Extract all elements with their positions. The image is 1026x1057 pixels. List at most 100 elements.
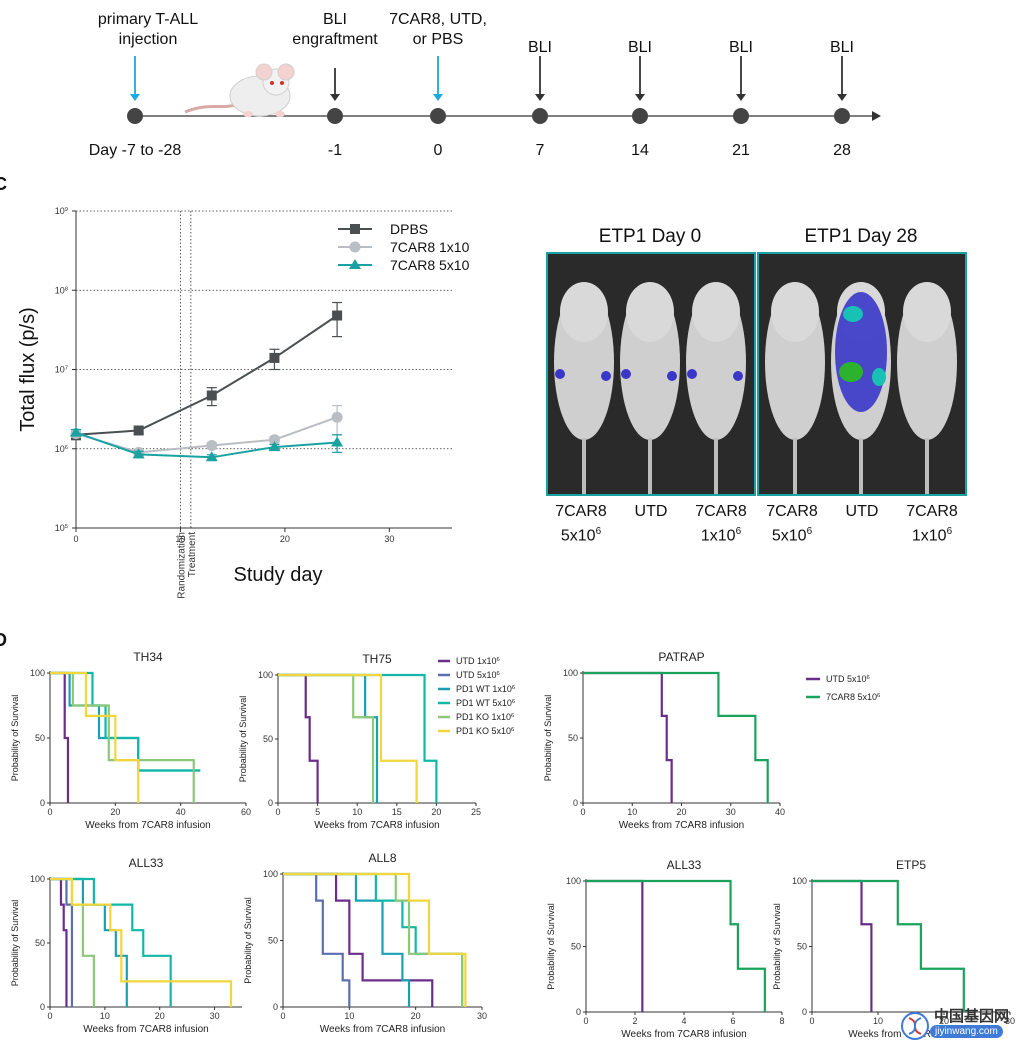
legend-marker	[350, 224, 360, 234]
bli-image	[546, 252, 756, 496]
survival-legend-label: UTD 5x106	[826, 674, 870, 684]
timeline-dot	[733, 108, 749, 124]
vline-label: Randomization	[176, 532, 187, 599]
timeline-event-label: engraftment	[292, 31, 378, 48]
timeline-dot	[834, 108, 850, 124]
mouse-head	[560, 282, 608, 342]
timeline-day-label: 0	[434, 142, 443, 159]
survival-curve	[50, 877, 68, 1007]
survival-x-tick-label: 10	[344, 1011, 354, 1021]
survival-y-tick-label: 0	[273, 1002, 278, 1012]
survival-x-tick-label: 20	[431, 807, 441, 817]
bli-signal	[621, 369, 631, 379]
survival-x-axis-label: Weeks from 7CAR8 infusion	[619, 820, 744, 831]
bli-image-title: ETP1 Day 0	[598, 226, 702, 247]
survival-y-tick-label: 100	[258, 670, 273, 680]
survival-curve	[812, 879, 965, 1012]
survival-y-axis-label: Probability of Survival	[772, 903, 782, 990]
bli-signal	[843, 306, 863, 322]
survival-x-tick-label: 0	[583, 1016, 588, 1026]
legend-marker	[349, 241, 361, 253]
data-point	[331, 411, 343, 423]
survival-x-tick-label: 2	[632, 1016, 637, 1026]
survival-legend-label: PD1 KO 1x106	[456, 712, 514, 722]
survival-x-tick-label: 10	[873, 1016, 883, 1026]
survival-curve	[50, 877, 128, 1007]
survival-y-tick-label: 0	[268, 798, 273, 808]
timeline-arrow-head-icon	[330, 94, 340, 101]
bli-signal	[839, 362, 863, 382]
vline-label: Treatment	[187, 532, 198, 577]
timeline-dot	[632, 108, 648, 124]
timeline-arrow-head-icon	[130, 94, 140, 101]
bli-signal	[733, 371, 743, 381]
bli-signal	[601, 371, 611, 381]
survival-y-axis-label: Probability of Survival	[10, 695, 20, 782]
timeline-arrowhead-icon	[872, 111, 881, 121]
mouse-tail	[925, 438, 929, 494]
timeline-event-label: BLI	[528, 39, 552, 56]
mouse-tail	[714, 438, 718, 494]
timeline-day-label: 14	[631, 142, 649, 159]
survival-y-tick-label: 50	[35, 733, 45, 743]
data-point	[331, 436, 344, 447]
survival-curve	[583, 671, 769, 803]
bli-signal	[555, 369, 565, 379]
watermark-en: jiyinwang.com	[930, 1025, 1003, 1038]
bli-mouse-caption: UTD	[845, 503, 879, 520]
mouse-tail	[582, 438, 586, 494]
survival-x-axis-label: Weeks from 7CAR8 infusion	[85, 820, 210, 831]
survival-x-tick-label: 4	[681, 1016, 686, 1026]
timeline-arrow-head-icon	[635, 94, 645, 101]
timeline-dot	[532, 108, 548, 124]
timeline-arrow-head-icon	[837, 94, 847, 101]
survival-x-axis-label: Weeks from 7CAR8 infusion	[314, 820, 439, 831]
x-axis-label: Study day	[234, 564, 323, 586]
y-tick-label: 106	[55, 444, 68, 454]
mouse-tail	[859, 438, 863, 494]
timeline-event-label: or PBS	[413, 31, 464, 48]
survival-y-tick-label: 50	[263, 734, 273, 744]
survival-x-tick-label: 0	[275, 807, 280, 817]
legend-label: DPBS	[390, 221, 428, 237]
legend-label: 7CAR8 1x106	[390, 239, 470, 255]
survival-curve	[283, 872, 464, 1007]
survival-y-tick-label: 0	[802, 1007, 807, 1017]
timeline-day-label: Day -7 to -28	[89, 142, 182, 159]
survival-y-tick-label: 0	[576, 1007, 581, 1017]
survival-y-axis-label: Probability of Survival	[10, 900, 20, 987]
x-tick-label: 30	[384, 534, 394, 544]
data-point	[332, 310, 343, 321]
survival-x-tick-label: 20	[411, 1011, 421, 1021]
data-point	[269, 352, 280, 363]
data-point	[132, 448, 145, 459]
survival-x-tick-label: 6	[730, 1016, 735, 1026]
mouse-head	[626, 282, 674, 342]
survival-curve	[278, 673, 319, 803]
mouse-tail	[793, 438, 797, 494]
survival-x-tick-label: 0	[47, 1011, 52, 1021]
survival-x-axis-label: Weeks from 7CAR8 infusion	[83, 1024, 208, 1035]
survival-x-axis-label: Weeks from 7CAR8 infusion	[320, 1024, 445, 1035]
x-tick-label: 10	[175, 534, 185, 544]
survival-y-axis-label: Probability of Survival	[546, 903, 556, 990]
mouse-head	[771, 282, 819, 342]
survival-curve	[50, 671, 140, 803]
timeline-event-label: BLI	[323, 11, 347, 28]
survival-curve	[586, 879, 644, 1012]
mouse-head	[903, 282, 951, 342]
survival-curve	[278, 673, 438, 803]
data-point	[268, 434, 280, 446]
survival-x-tick-label: 20	[939, 1016, 949, 1026]
data-point	[268, 441, 281, 452]
survival-x-tick-label: 30	[210, 1011, 220, 1021]
survival-legend-label: PD1 WT 1x106	[456, 684, 515, 694]
survival-x-tick-label: 30	[1005, 1016, 1015, 1026]
timeline-day-label: -1	[328, 142, 342, 159]
survival-x-tick-label: 10	[627, 807, 637, 817]
timeline-dot	[327, 108, 343, 124]
bli-image	[757, 252, 967, 496]
